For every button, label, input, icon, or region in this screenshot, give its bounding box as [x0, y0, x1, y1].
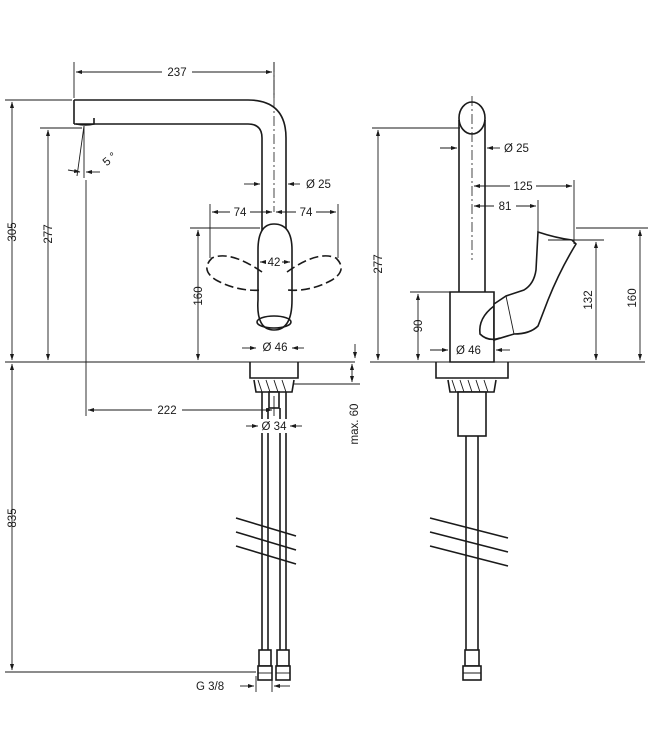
- spout-pipe-inner: [74, 123, 263, 240]
- dim-label-dia46-front: Ø 46: [263, 342, 288, 354]
- dim-label-222: 222: [157, 405, 176, 417]
- side-dim-label-dia46: Ø 46: [456, 345, 481, 357]
- base-plate-hatch-2: [265, 379, 271, 393]
- side-dim-label-81: 81: [499, 201, 512, 213]
- front-view: 237 305 277 5 ° Ø 25 74 74 42: [5, 62, 361, 693]
- side-dim-label-dia25: Ø 25: [504, 143, 529, 155]
- dim-label-g38: G 3/8: [196, 681, 224, 693]
- side-dim-label-132: 132: [583, 290, 595, 309]
- lever-swing-left: [206, 255, 263, 292]
- side-dim-label-125: 125: [513, 181, 532, 193]
- hose-fittings-front: [257, 649, 291, 681]
- dim-label-angle: 5 °: [101, 151, 120, 169]
- side-dim-label-160: 160: [627, 288, 639, 307]
- base-plate-hatch-1: [257, 379, 263, 393]
- dim-label-237: 237: [167, 67, 186, 79]
- dim-label-160-front: 160: [193, 286, 205, 305]
- base-plate-hatch-4: [281, 379, 287, 393]
- dim-label-74-left: 74: [234, 207, 247, 219]
- side-lever: [493, 230, 578, 342]
- dim-label-42: 42: [268, 257, 281, 269]
- lever-swing-right: [286, 255, 342, 292]
- base-plate-hatch-3: [273, 379, 279, 393]
- side-dim-label-90: 90: [413, 320, 425, 333]
- side-base-rosette: [435, 362, 509, 379]
- side-stud: [457, 391, 487, 437]
- dim-label-74-right: 74: [300, 207, 313, 219]
- handle-lower-ring: [256, 315, 292, 329]
- side-dim-label-277: 277: [373, 254, 385, 273]
- dim-label-305: 305: [7, 222, 19, 241]
- spout-pipe: [74, 99, 287, 240]
- side-view: Ø 25 125 81 277 90 Ø 46 132 160: [370, 96, 648, 681]
- break-marks-front: [235, 517, 297, 565]
- side-lever-joint: [478, 305, 501, 341]
- base-rosette: [249, 362, 299, 379]
- break-marks-side: [429, 517, 509, 567]
- dim-label-dia34: Ø 34: [262, 421, 288, 433]
- spout-tip: [73, 100, 95, 126]
- side-body: [449, 291, 495, 363]
- hose-fittings-side: [462, 649, 482, 681]
- side-lever-seam: [505, 295, 515, 335]
- handle-body: [257, 223, 293, 331]
- dim-label-277-front: 277: [43, 224, 55, 243]
- dim-label-835: 835: [7, 508, 19, 527]
- dim-label-max60: max. 60: [349, 404, 361, 445]
- dim-label-dia25-front: Ø 25: [306, 179, 331, 191]
